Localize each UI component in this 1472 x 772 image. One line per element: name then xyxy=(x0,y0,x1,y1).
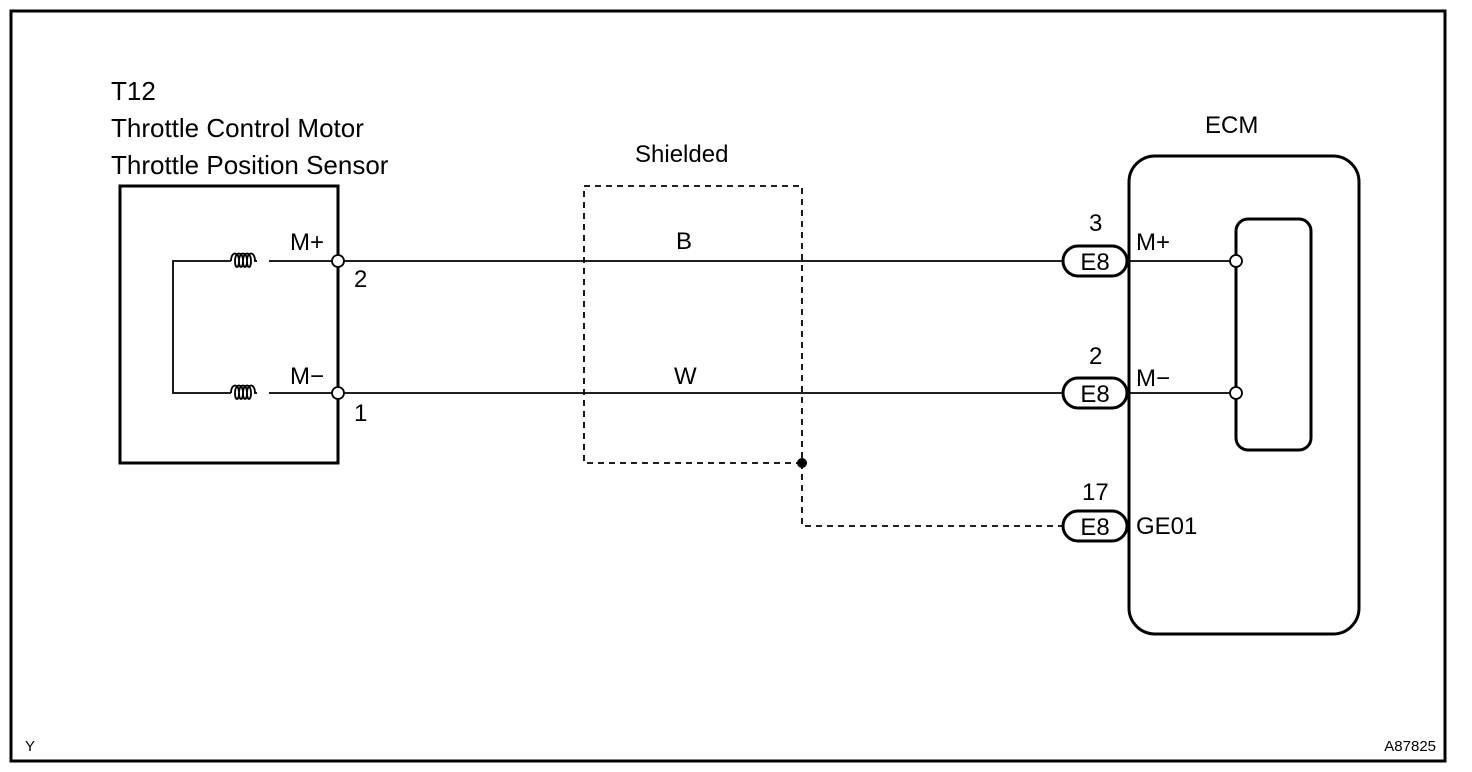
ecm-pin-number: 17 xyxy=(1082,479,1109,506)
ecm-pin-number: 2 xyxy=(1089,343,1102,370)
shield-label: Shielded xyxy=(635,141,728,168)
coil-icon xyxy=(230,252,257,268)
sensor-terminal-label: M+ xyxy=(290,229,324,256)
ecm-internal-block xyxy=(1234,217,1313,452)
motor-loop-wire xyxy=(172,260,231,394)
sensor-pin-number: 1 xyxy=(354,400,367,427)
connector-capsule xyxy=(1061,509,1129,543)
ecm-box xyxy=(1127,154,1361,636)
sensor-pin-number: 2 xyxy=(354,266,367,293)
ecm-title: ECM xyxy=(1205,112,1258,139)
terminal-circle xyxy=(331,254,345,268)
wire-color-label: W xyxy=(674,363,697,390)
coil-icon xyxy=(230,384,257,400)
shield-ground-wire xyxy=(801,463,1064,527)
ecm-pin-number: 3 xyxy=(1089,210,1102,237)
sensor-name-line1: Throttle Control Motor xyxy=(111,113,364,143)
terminal-circle xyxy=(1229,386,1243,400)
footer-left-code: Y xyxy=(25,738,35,755)
terminal-circle xyxy=(331,386,345,400)
sensor-name-line2: Throttle Position Sensor xyxy=(111,150,389,180)
shield-splice-dot xyxy=(797,458,807,468)
connector-label: E8 xyxy=(1080,381,1109,408)
ecm-terminal-label: M+ xyxy=(1136,229,1170,256)
terminal-circle xyxy=(1229,254,1243,268)
ecm-terminal-label: GE01 xyxy=(1136,513,1197,540)
shield-box xyxy=(583,185,803,464)
diagram-frame xyxy=(9,9,1447,763)
wire-color-label: B xyxy=(676,228,692,255)
connector-label: E8 xyxy=(1080,249,1109,276)
connector-label: E8 xyxy=(1080,514,1109,541)
connector-capsule xyxy=(1061,376,1129,410)
sensor-terminal-label: M− xyxy=(290,363,324,390)
footer-right-code: A87825 xyxy=(1384,738,1436,755)
connector-capsule xyxy=(1061,244,1129,278)
sensor-box xyxy=(118,184,340,465)
sensor-id: T12 xyxy=(111,76,156,106)
ecm-terminal-label: M− xyxy=(1136,365,1170,392)
